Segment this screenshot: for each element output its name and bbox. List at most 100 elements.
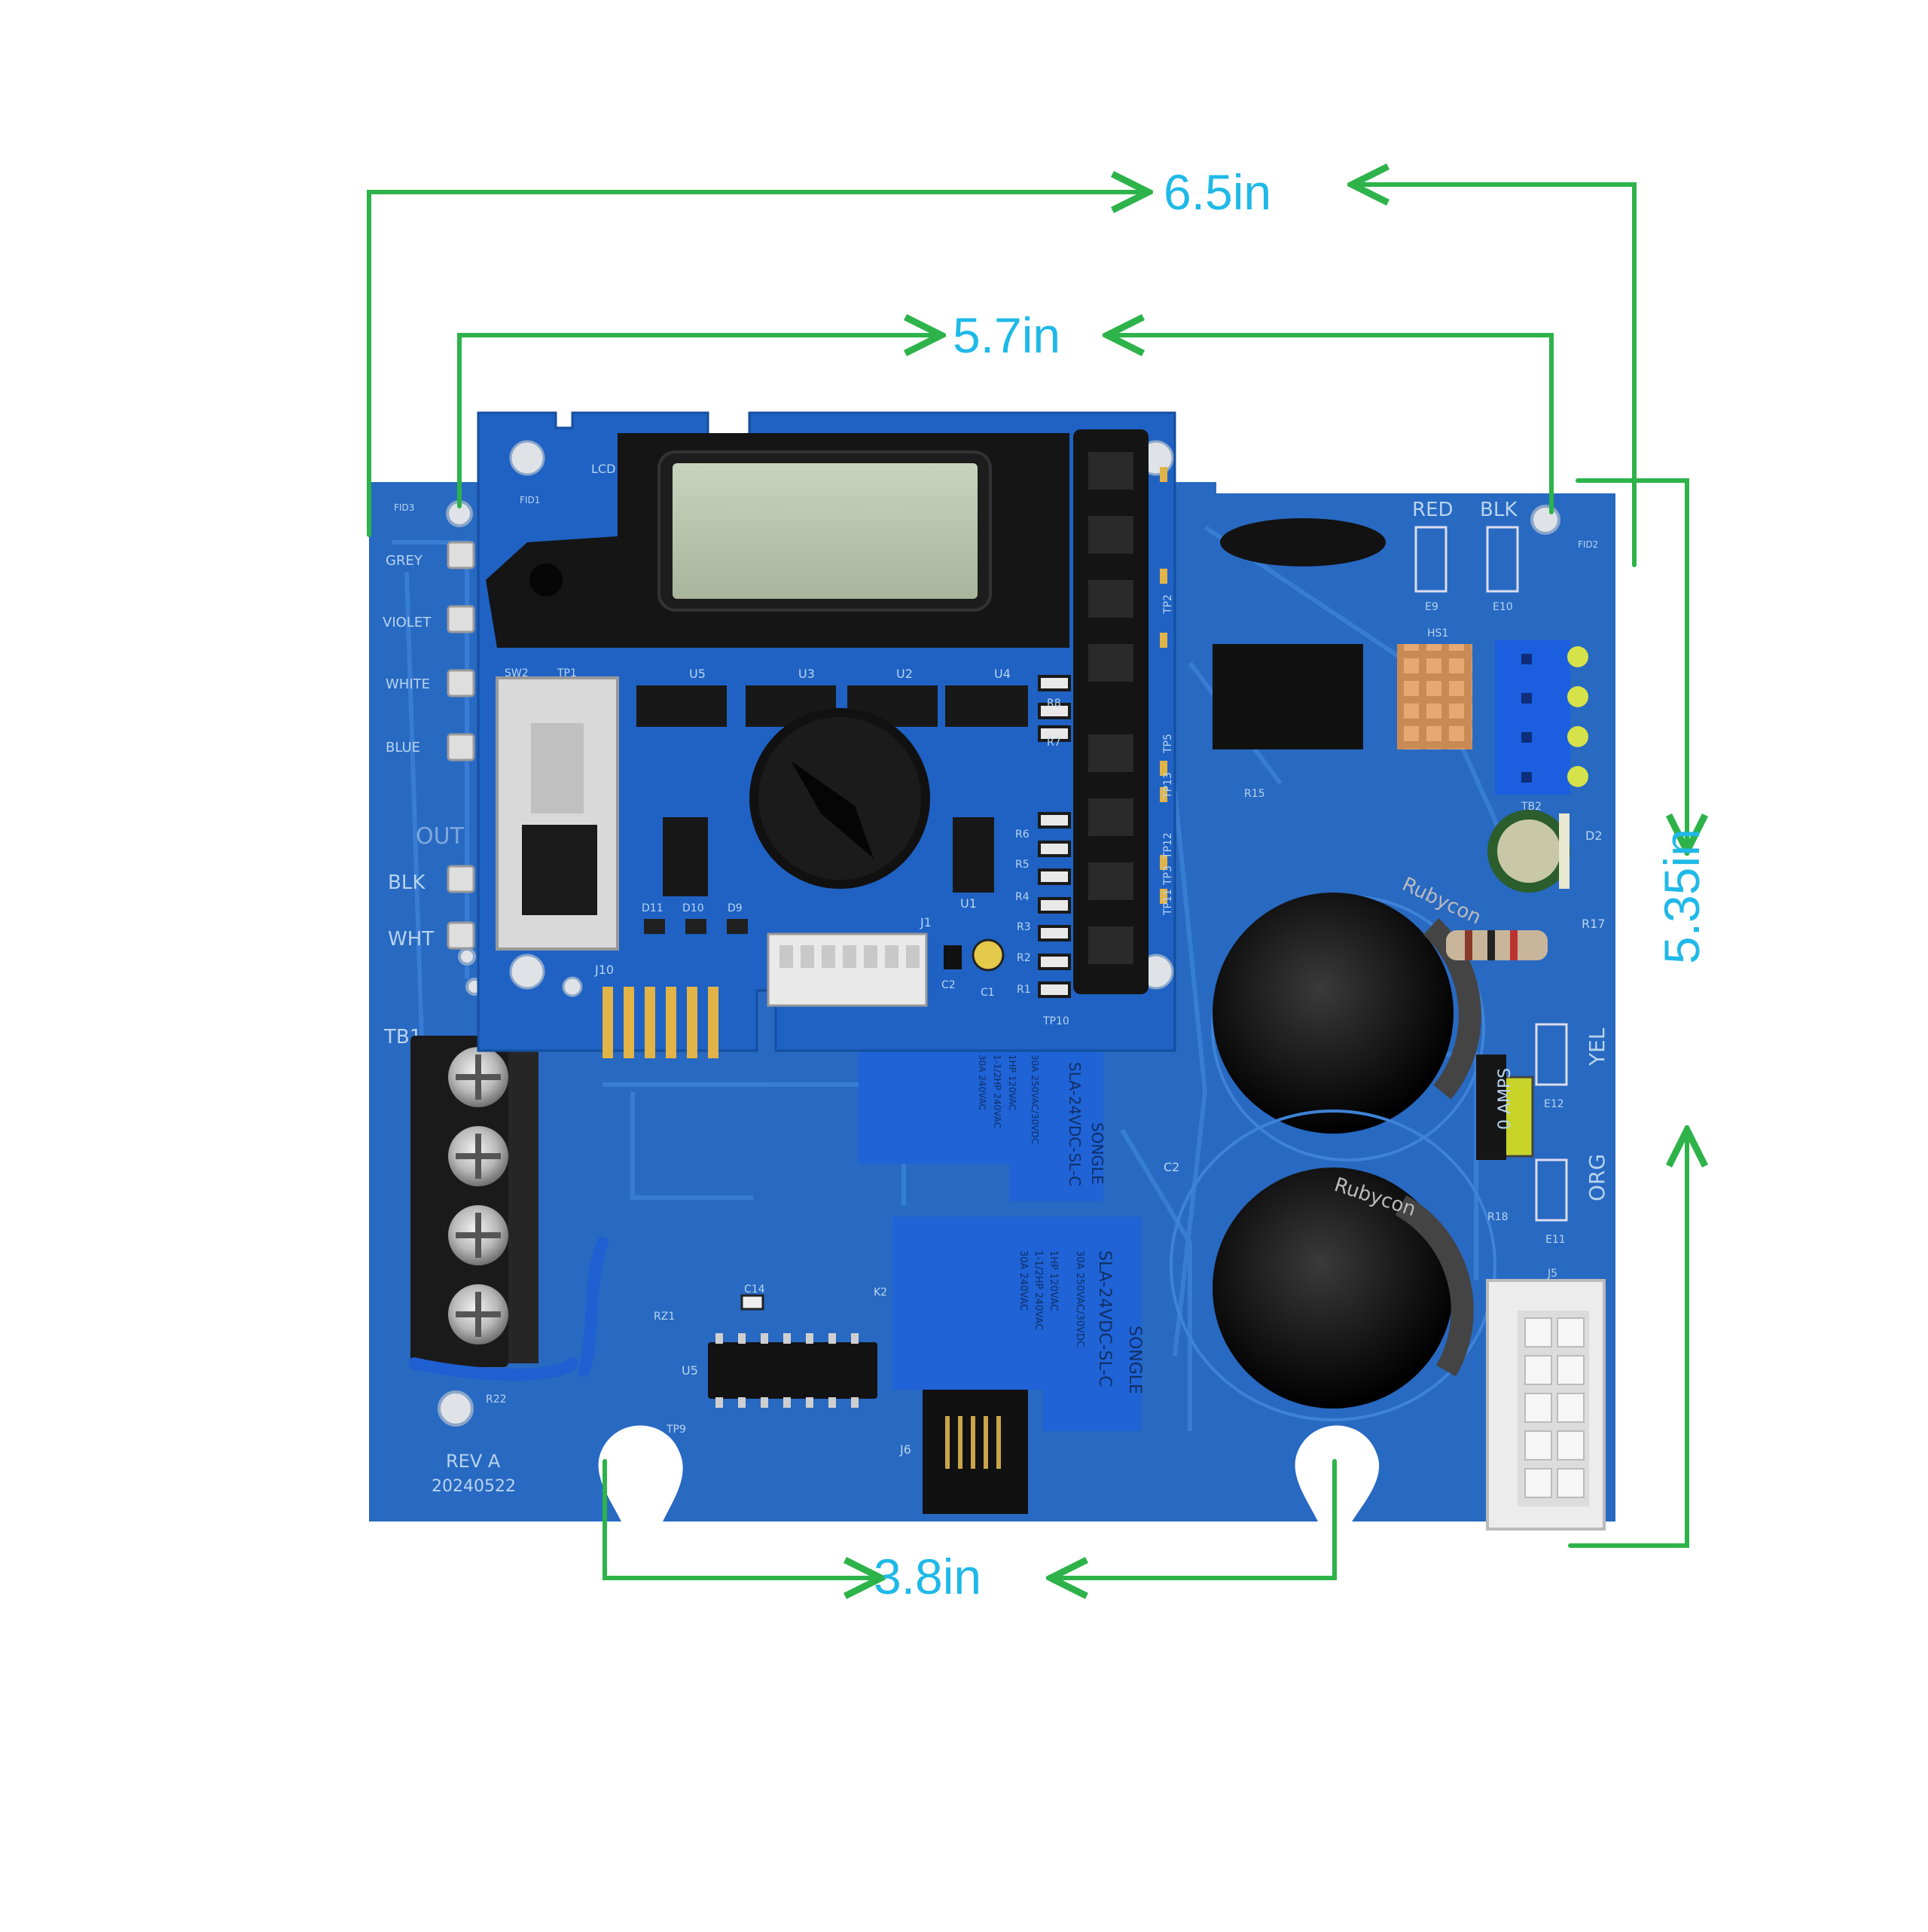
svg-text:1HP 120VAC: 1HP 120VAC — [1048, 1250, 1059, 1311]
label-out: OUT — [416, 823, 465, 850]
connector-j1 — [767, 932, 928, 1007]
blue-wire-loop — [408, 1237, 609, 1381]
label-r4: R4 — [1015, 891, 1030, 903]
svg-text:SLA-24VDC-SL-C: SLA-24VDC-SL-C — [1095, 1250, 1114, 1387]
svg-text:30A 240VAC: 30A 240VAC — [1017, 1250, 1029, 1311]
switch-sw2[interactable] — [496, 676, 619, 951]
label-r18: R18 — [1487, 1211, 1509, 1223]
label-u5b: U5 — [689, 667, 706, 681]
heat-sink-hs1 — [1397, 644, 1472, 749]
smd-resistors — [1038, 675, 1071, 998]
label-tp1: TP1 — [557, 667, 577, 679]
label-u2: U2 — [896, 667, 913, 681]
svg-text:1-1/2HP 240VAC: 1-1/2HP 240VAC — [1033, 1250, 1044, 1330]
label-r15: R15 — [1244, 788, 1265, 800]
connector-j5 — [1486, 1279, 1606, 1531]
connector-j10 — [602, 987, 718, 1058]
label-fid3: FID3 — [394, 502, 414, 513]
dimension-label-top-outer: 6.5in — [1164, 164, 1272, 220]
black-component — [1213, 644, 1363, 749]
dimension-label-right: 5.35in — [1654, 829, 1710, 964]
label-r8: R8 — [1047, 697, 1061, 710]
svg-text:1-1/2HP 240VAC: 1-1/2HP 240VAC — [992, 1055, 1002, 1128]
label-e11: E11 — [1545, 1234, 1566, 1246]
label-tb2: TB2 — [1521, 801, 1542, 813]
label-tp11: TP11 — [1162, 889, 1174, 916]
label-tp12: TP12 — [1162, 832, 1174, 859]
label-j5: J5 — [1547, 1268, 1557, 1280]
label-blk: BLK — [388, 871, 426, 894]
label-e9: E9 — [1425, 601, 1438, 613]
label-red: RED — [1412, 499, 1454, 521]
label-grey: GREY — [386, 553, 423, 569]
label-blue: BLUE — [386, 740, 420, 755]
relay-k2: SLA-24VDC-SL-C SONGLE 30A 250VAC/30VDC 1… — [892, 1216, 1144, 1431]
label-e10: E10 — [1493, 601, 1513, 613]
label-d9: D9 — [728, 902, 743, 914]
rev-label: REV A — [446, 1451, 501, 1472]
dim-top-inner-right — [1107, 335, 1554, 514]
dim-bottom-right — [1051, 1459, 1337, 1578]
label-r3: R3 — [1017, 921, 1031, 933]
ic-u5 — [708, 1333, 877, 1408]
label-u1: U1 — [960, 896, 977, 911]
svg-text:30A 250VAC/30VDC: 30A 250VAC/30VDC — [1030, 1055, 1040, 1144]
label-c2: C2 — [941, 979, 956, 991]
dimension-lines — [367, 185, 1687, 1578]
dim-right-top — [1576, 478, 1687, 851]
svg-text:SONGLE: SONGLE — [1088, 1122, 1106, 1185]
label-white: WHITE — [386, 676, 430, 692]
label-r1: R1 — [1017, 984, 1031, 996]
label-tp3: TP3 — [1162, 865, 1174, 886]
leds — [644, 919, 748, 934]
dim-right-bottom — [1568, 1130, 1687, 1548]
terminal-block-tb1 — [410, 1036, 538, 1367]
label-yel: YEL — [1585, 1027, 1609, 1067]
label-tp13: TP13 — [1162, 772, 1174, 799]
label-r5: R5 — [1015, 859, 1030, 871]
label-c1: C1 — [981, 987, 995, 999]
label-u3: U3 — [798, 667, 815, 681]
label-d10: D10 — [682, 902, 704, 914]
terminal-block-tb2 — [1495, 640, 1588, 795]
dim-top-outer-left — [367, 192, 1149, 537]
label-hs1: HS1 — [1427, 627, 1448, 639]
label-rz1: RZ1 — [654, 1311, 675, 1323]
svg-text:SLA-24VDC-SL-C: SLA-24VDC-SL-C — [1066, 1062, 1084, 1186]
label-r22: R22 — [486, 1393, 507, 1406]
dim-bottom-left — [602, 1459, 881, 1578]
label-wht: WHT — [388, 928, 434, 951]
wire-terminals — [447, 541, 475, 950]
connector-j6 — [923, 1390, 1028, 1514]
label-tp9: TP9 — [666, 1424, 686, 1436]
label-fid1: FID1 — [520, 495, 540, 505]
dim-top-outer-right — [1352, 185, 1637, 567]
dimension-label-bottom: 3.8in — [874, 1549, 982, 1604]
svg-text:30A 240VAC: 30A 240VAC — [977, 1055, 987, 1110]
label-r6: R6 — [1015, 829, 1030, 841]
label-c2b: C2 — [1164, 1160, 1179, 1174]
label-r17: R17 — [1582, 917, 1605, 931]
label-blk-top: BLK — [1480, 499, 1518, 521]
label-c14: C14 — [744, 1283, 765, 1296]
pin-header-strip — [1073, 429, 1149, 994]
rev-date: 20240522 — [432, 1477, 516, 1496]
label-lcd: LCD — [591, 462, 615, 476]
rotary-knob[interactable] — [749, 708, 930, 889]
label-r7: R7 — [1047, 737, 1061, 749]
label-tp5: TP5 — [1162, 734, 1174, 754]
label-violet: VIOLET — [383, 615, 432, 630]
display-board: LCD FID1 SW2 TP1 U5 U3 U2 U4 — [477, 411, 1176, 1058]
label-fid2: FID2 — [1578, 539, 1598, 550]
label-j10: J10 — [594, 963, 614, 977]
label-sw2: SW2 — [505, 667, 529, 679]
label-u4: U4 — [994, 667, 1011, 681]
label-k2: K2 — [874, 1286, 887, 1299]
label-u5: U5 — [682, 1363, 698, 1378]
electrolytic-cap-small — [1487, 810, 1570, 893]
label-d11: D11 — [642, 902, 664, 914]
svg-text:SONGLE: SONGLE — [1125, 1326, 1144, 1394]
label-d2: D2 — [1585, 829, 1603, 843]
